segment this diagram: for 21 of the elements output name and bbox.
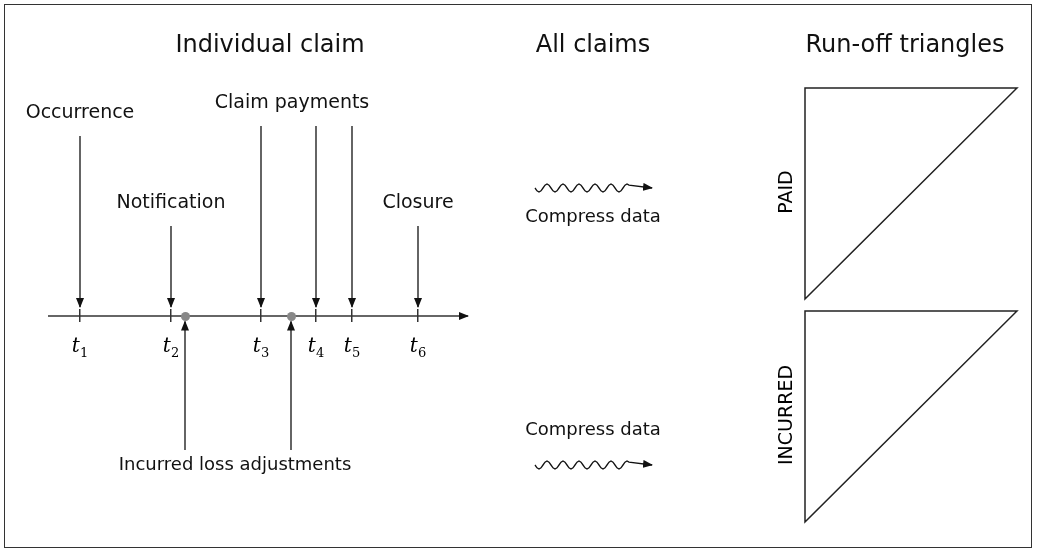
arrow <box>312 125 320 308</box>
arrow <box>414 225 422 308</box>
heading: Run-off triangles <box>805 30 1005 58</box>
arrow <box>181 320 189 451</box>
process-label: Compress data <box>523 205 663 226</box>
arrow <box>76 135 84 308</box>
event-label: Claim payments <box>214 90 370 112</box>
event-label: Occurrence <box>25 100 135 122</box>
axis-dot <box>286 311 296 321</box>
arrow <box>287 320 295 451</box>
process-label: Compress data <box>523 418 663 439</box>
arrow <box>257 125 265 308</box>
event-label: Notification <box>116 190 226 212</box>
event-label: Closure <box>382 190 454 212</box>
triangle-label: PAID <box>774 170 796 214</box>
heading: All claims <box>535 30 651 58</box>
heading: Individual claim <box>175 30 365 58</box>
arrow <box>167 225 175 308</box>
axis-dot <box>180 311 190 321</box>
arrow <box>348 125 356 308</box>
triangle-label: INCURRED <box>774 365 796 465</box>
